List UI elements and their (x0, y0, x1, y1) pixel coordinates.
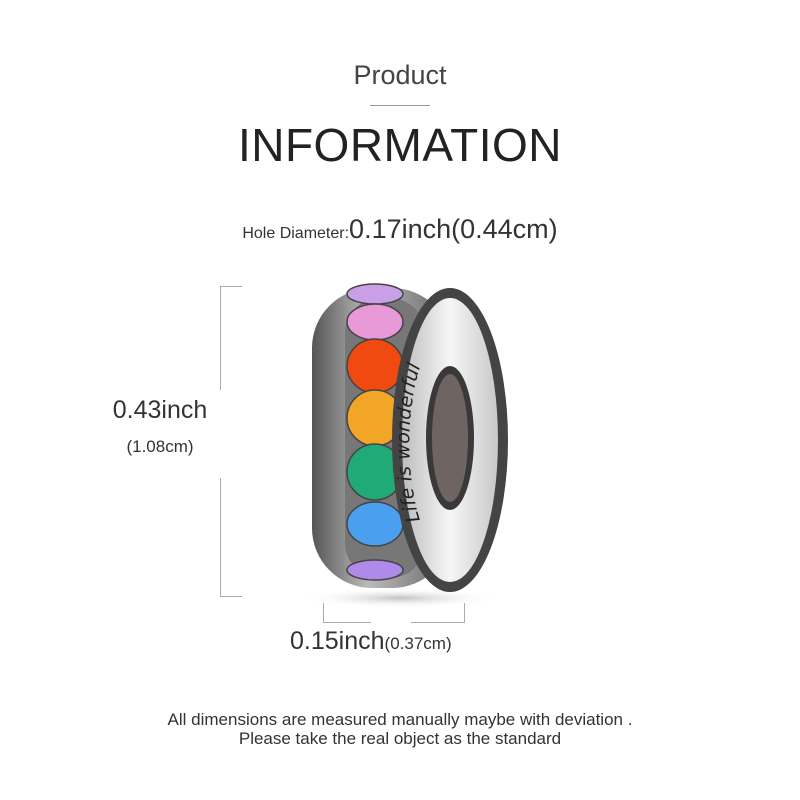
page-title: INFORMATION (237, 119, 563, 171)
title-divider (370, 105, 430, 106)
header-subtitle: Product (353, 60, 447, 90)
height-tick-top (220, 286, 242, 287)
width-tick-left (323, 603, 324, 623)
disclaimer-line-1: All dimensions are measured manually may… (167, 710, 633, 729)
gemstone (346, 501, 404, 547)
hole-diameter-label: Hole Diameter: (242, 225, 350, 242)
width-bracket-right (411, 622, 465, 623)
width-value: 0.15inch(0.37cm) (290, 627, 452, 656)
gemstones (346, 283, 404, 581)
width-inch: 0.15inch (290, 627, 385, 655)
width-cm: (0.37cm) (384, 634, 452, 653)
gemstone (346, 338, 404, 394)
height-tick-bottom (220, 596, 242, 597)
hole-diameter: Hole Diameter:0.17inch(0.44cm) (0, 214, 800, 245)
product-image: Life is wonderful (300, 283, 508, 608)
hole-diameter-value: 0.17inch(0.44cm) (349, 214, 558, 244)
height-inch: 0.43inch (112, 396, 208, 424)
height-bracket-bottom (220, 478, 221, 596)
width-bracket-left (323, 622, 371, 623)
height-cm: (1.08cm) (126, 437, 194, 456)
gemstone (346, 559, 404, 581)
gemstone (346, 303, 404, 341)
disclaimer-line-2: Please take the real object as the stand… (238, 729, 562, 748)
height-bracket-top (220, 286, 221, 390)
gemstone (346, 283, 404, 305)
width-tick-right (464, 603, 465, 623)
